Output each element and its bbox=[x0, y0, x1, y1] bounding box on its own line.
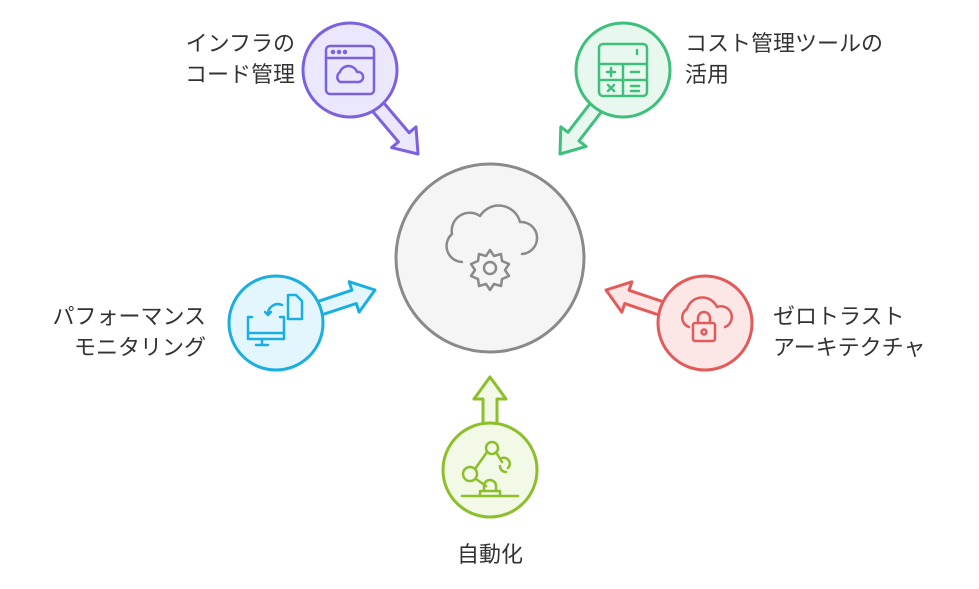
cloud-gear-icon bbox=[445, 204, 539, 292]
label-line: アーキテクチャ bbox=[773, 336, 926, 361]
label-zerotrust: ゼロトラスト アーキテクチャ bbox=[773, 302, 925, 364]
cloud-lock-icon bbox=[680, 296, 734, 343]
label-line: モニタリング bbox=[73, 336, 206, 361]
label-line: 自動化 bbox=[456, 543, 523, 568]
calculator-icon bbox=[597, 42, 649, 98]
label-cost: コスト管理ツールの 活用 bbox=[685, 29, 883, 91]
browser-cloud-icon bbox=[324, 44, 376, 96]
label-automation: 自動化 bbox=[390, 540, 590, 571]
node-circle-iac bbox=[301, 21, 399, 119]
label-line: 活用 bbox=[685, 63, 730, 88]
label-line: パフォーマンス bbox=[52, 305, 206, 330]
node-circle-automation bbox=[441, 421, 539, 519]
robot-arm-icon bbox=[460, 440, 520, 498]
label-line: ゼロトラスト bbox=[773, 305, 905, 330]
label-iac: インフラの コード管理 bbox=[185, 29, 295, 91]
label-line: インフラの bbox=[185, 32, 295, 57]
monitor-file-icon bbox=[246, 293, 304, 347]
label-line: コード管理 bbox=[184, 63, 295, 88]
center-circle bbox=[394, 162, 586, 354]
label-monitoring: パフォーマンス モニタリング bbox=[52, 302, 206, 364]
label-line: コスト管理ツールの bbox=[685, 32, 884, 57]
node-circle-monitoring bbox=[227, 274, 325, 372]
